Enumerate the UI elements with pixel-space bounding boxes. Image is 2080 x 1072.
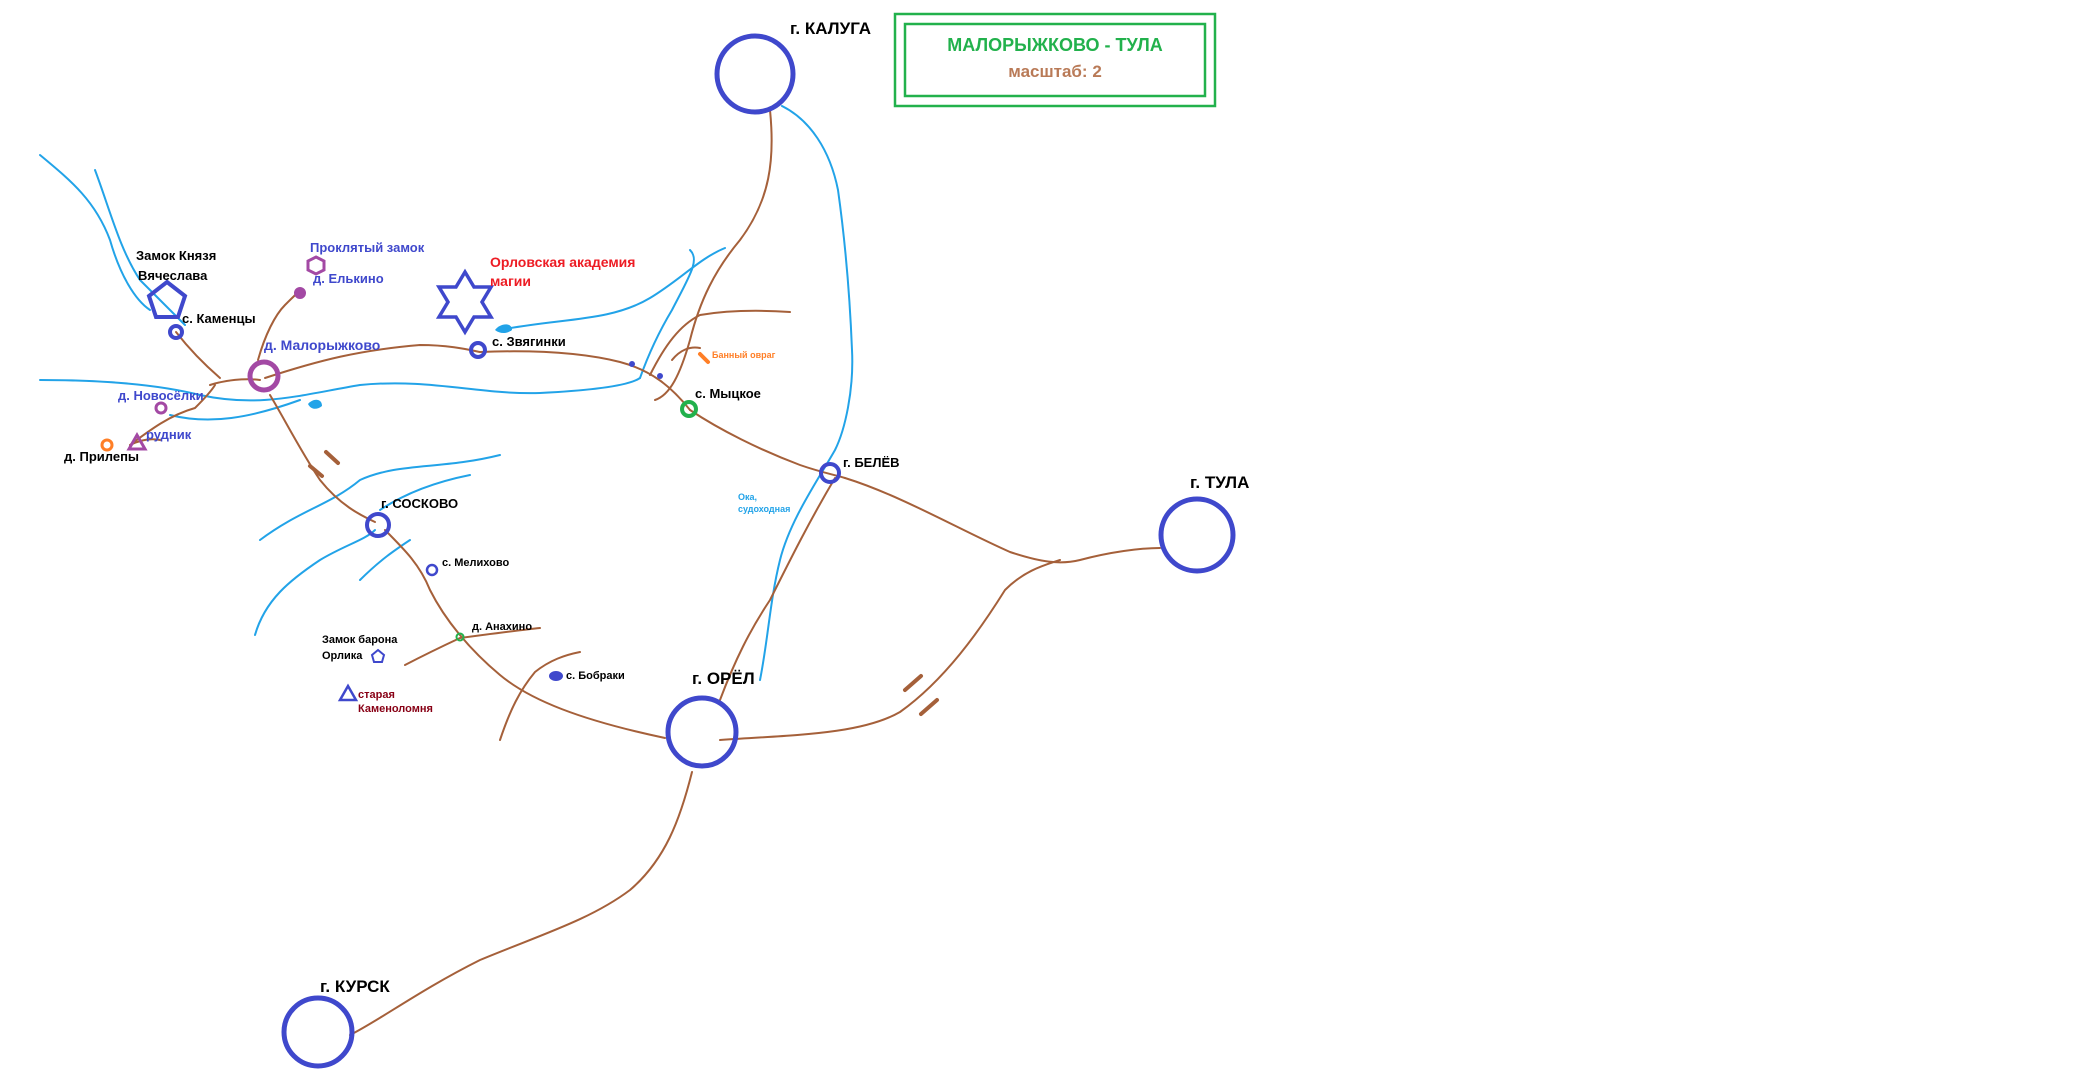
banny-ovrag-icon[interactable] [698,352,710,364]
road-breaks [308,450,939,716]
village-mytskoe-marker[interactable] [680,400,698,418]
boat-icon-2[interactable] [308,399,322,409]
boat-icon-1[interactable] [495,324,512,333]
river-soskovo-east [379,474,471,511]
road-west-junction [209,378,261,386]
village-melikhovo-label: с. Мелихово [442,557,509,569]
baron-castle-label-line2: Орлика [322,650,363,662]
city-belev-label: г. БЕЛЁВ [843,455,900,470]
rivers [39,105,854,681]
road-malorizhkovo-kamentsy [175,331,221,379]
cursed-castle-marker[interactable] [306,255,326,276]
village-bobraki-label: с. Бобраки [566,670,625,682]
river-lower-west [169,399,301,421]
small-settlement-1[interactable] [629,361,635,367]
road-orel-tula [719,559,1061,741]
village-novoselki-marker[interactable] [154,401,168,415]
baron-castle-label-line1: Замок барона [322,634,398,646]
rudnik-marker[interactable] [126,431,148,451]
city-tula-label: г. ТУЛА [1190,473,1249,492]
road-orel-kursk [349,771,693,1036]
village-bobraki-marker[interactable] [549,671,563,681]
road-malorizhkovo-zvyaginki [264,344,691,411]
prince-castle-label-line1: Замок Князя [136,248,216,263]
prince-castle-label-line2: Вячеслава [138,268,208,283]
river-main-west [39,377,641,402]
city-soskovo-label: г. СОСКОВО [381,496,458,511]
quarry-label-line1: старая [358,689,395,701]
village-anakhino-label: д. Анахино [472,621,532,633]
road-break-east-2 [919,698,939,716]
road-belev-tula [844,477,1161,564]
road-belev-orel [719,477,836,701]
roads [129,109,1161,1036]
village-prilepy-label: д. Прилепы [64,449,139,464]
quarry-label-line2: Каменоломня [358,703,433,715]
small-settlement-2[interactable] [657,373,663,379]
road-break-west-2 [324,450,340,465]
map-title: МАЛОРЫЖКОВО - ТУЛА [947,35,1162,55]
quarry-marker[interactable] [337,683,359,702]
baron-castle-marker[interactable] [370,648,386,663]
city-kursk-marker[interactable] [281,995,355,1069]
road-banny [671,346,701,361]
village-malorizhkovo-marker[interactable] [247,359,281,393]
city-belev-marker[interactable] [819,462,841,484]
river-northwest-2 [94,169,186,326]
village-prilepy-marker[interactable] [100,438,114,452]
road-malorizhkovo-soskovo [269,394,376,523]
academy-label-line2: магии [490,273,531,289]
academy-label-line1: Орловская академия [490,254,635,270]
road-anakhino-baron [404,627,541,666]
road-mytskoe-belev [689,409,846,479]
village-kamentsy-marker[interactable] [168,324,184,340]
village-melikhovo-marker[interactable] [425,563,439,577]
river-soskovo-sw [254,529,376,636]
academy-star-icon[interactable] [435,268,495,336]
village-elkino-label: д. Елькино [313,271,384,286]
river-academy-branch [639,249,695,379]
road-break-west-1 [308,464,324,478]
river-bobraki [359,539,411,581]
banny-ovrag-label: Банный овраг [712,350,776,360]
prince-castle-marker[interactable] [146,279,188,319]
road-bobraki-south [499,651,581,741]
city-kaluga-label: г. КАЛУГА [790,19,871,38]
river-oka [759,105,854,681]
cursed-castle-label: Проклятый замок [310,240,425,255]
city-kursk-label: г. КУРСК [320,977,390,996]
road-novoselki [129,384,216,446]
city-soskovo-marker[interactable] [365,512,391,538]
village-anakhino-marker[interactable] [455,632,465,642]
rudnik-label: рудник [146,427,192,442]
road-break-east-1 [903,674,923,692]
oka-label-line2: судоходная [738,504,790,514]
settlements: с. Мыцкое с. Звягинки д. Малорыжково с. … [64,271,761,682]
village-kamentsy-label: с. Каменцы [182,311,256,326]
cities: г. КАЛУГА г. ТУЛА г. ОРЁЛ г. КУРСК г. БЕ… [281,19,1249,1069]
city-orel-label: г. ОРЁЛ [692,669,755,688]
road-mytskoe-branch-north [649,309,791,376]
village-zvyaginki-marker[interactable] [469,341,487,359]
landmarks: Замок Князя Вячеслава Проклятый замок Ор… [136,240,790,715]
city-tula-marker[interactable] [1158,496,1236,574]
river-northwest-1 [39,154,151,311]
road-kaluga-mytskoe [654,109,773,401]
road-soskovo-orel [384,529,666,739]
title-box: МАЛОРЫЖКОВО - ТУЛА масштаб: 2 [893,12,1217,108]
village-elkino-marker[interactable] [294,287,306,299]
village-novoselki-label: д. Новосёлки [118,388,204,403]
oka-label-line1: Ока, [738,492,757,502]
city-kaluga-marker[interactable] [714,33,796,115]
map-scale: масштаб: 2 [1008,62,1102,81]
river-soskovo-north [259,454,501,541]
city-orel-marker[interactable] [665,695,739,769]
village-mytskoe-label: с. Мыцкое [695,386,761,401]
river-northeast-branch [499,247,726,331]
village-zvyaginki-label: с. Звягинки [492,334,566,349]
village-malorizhkovo-label: д. Малорыжково [264,337,380,353]
